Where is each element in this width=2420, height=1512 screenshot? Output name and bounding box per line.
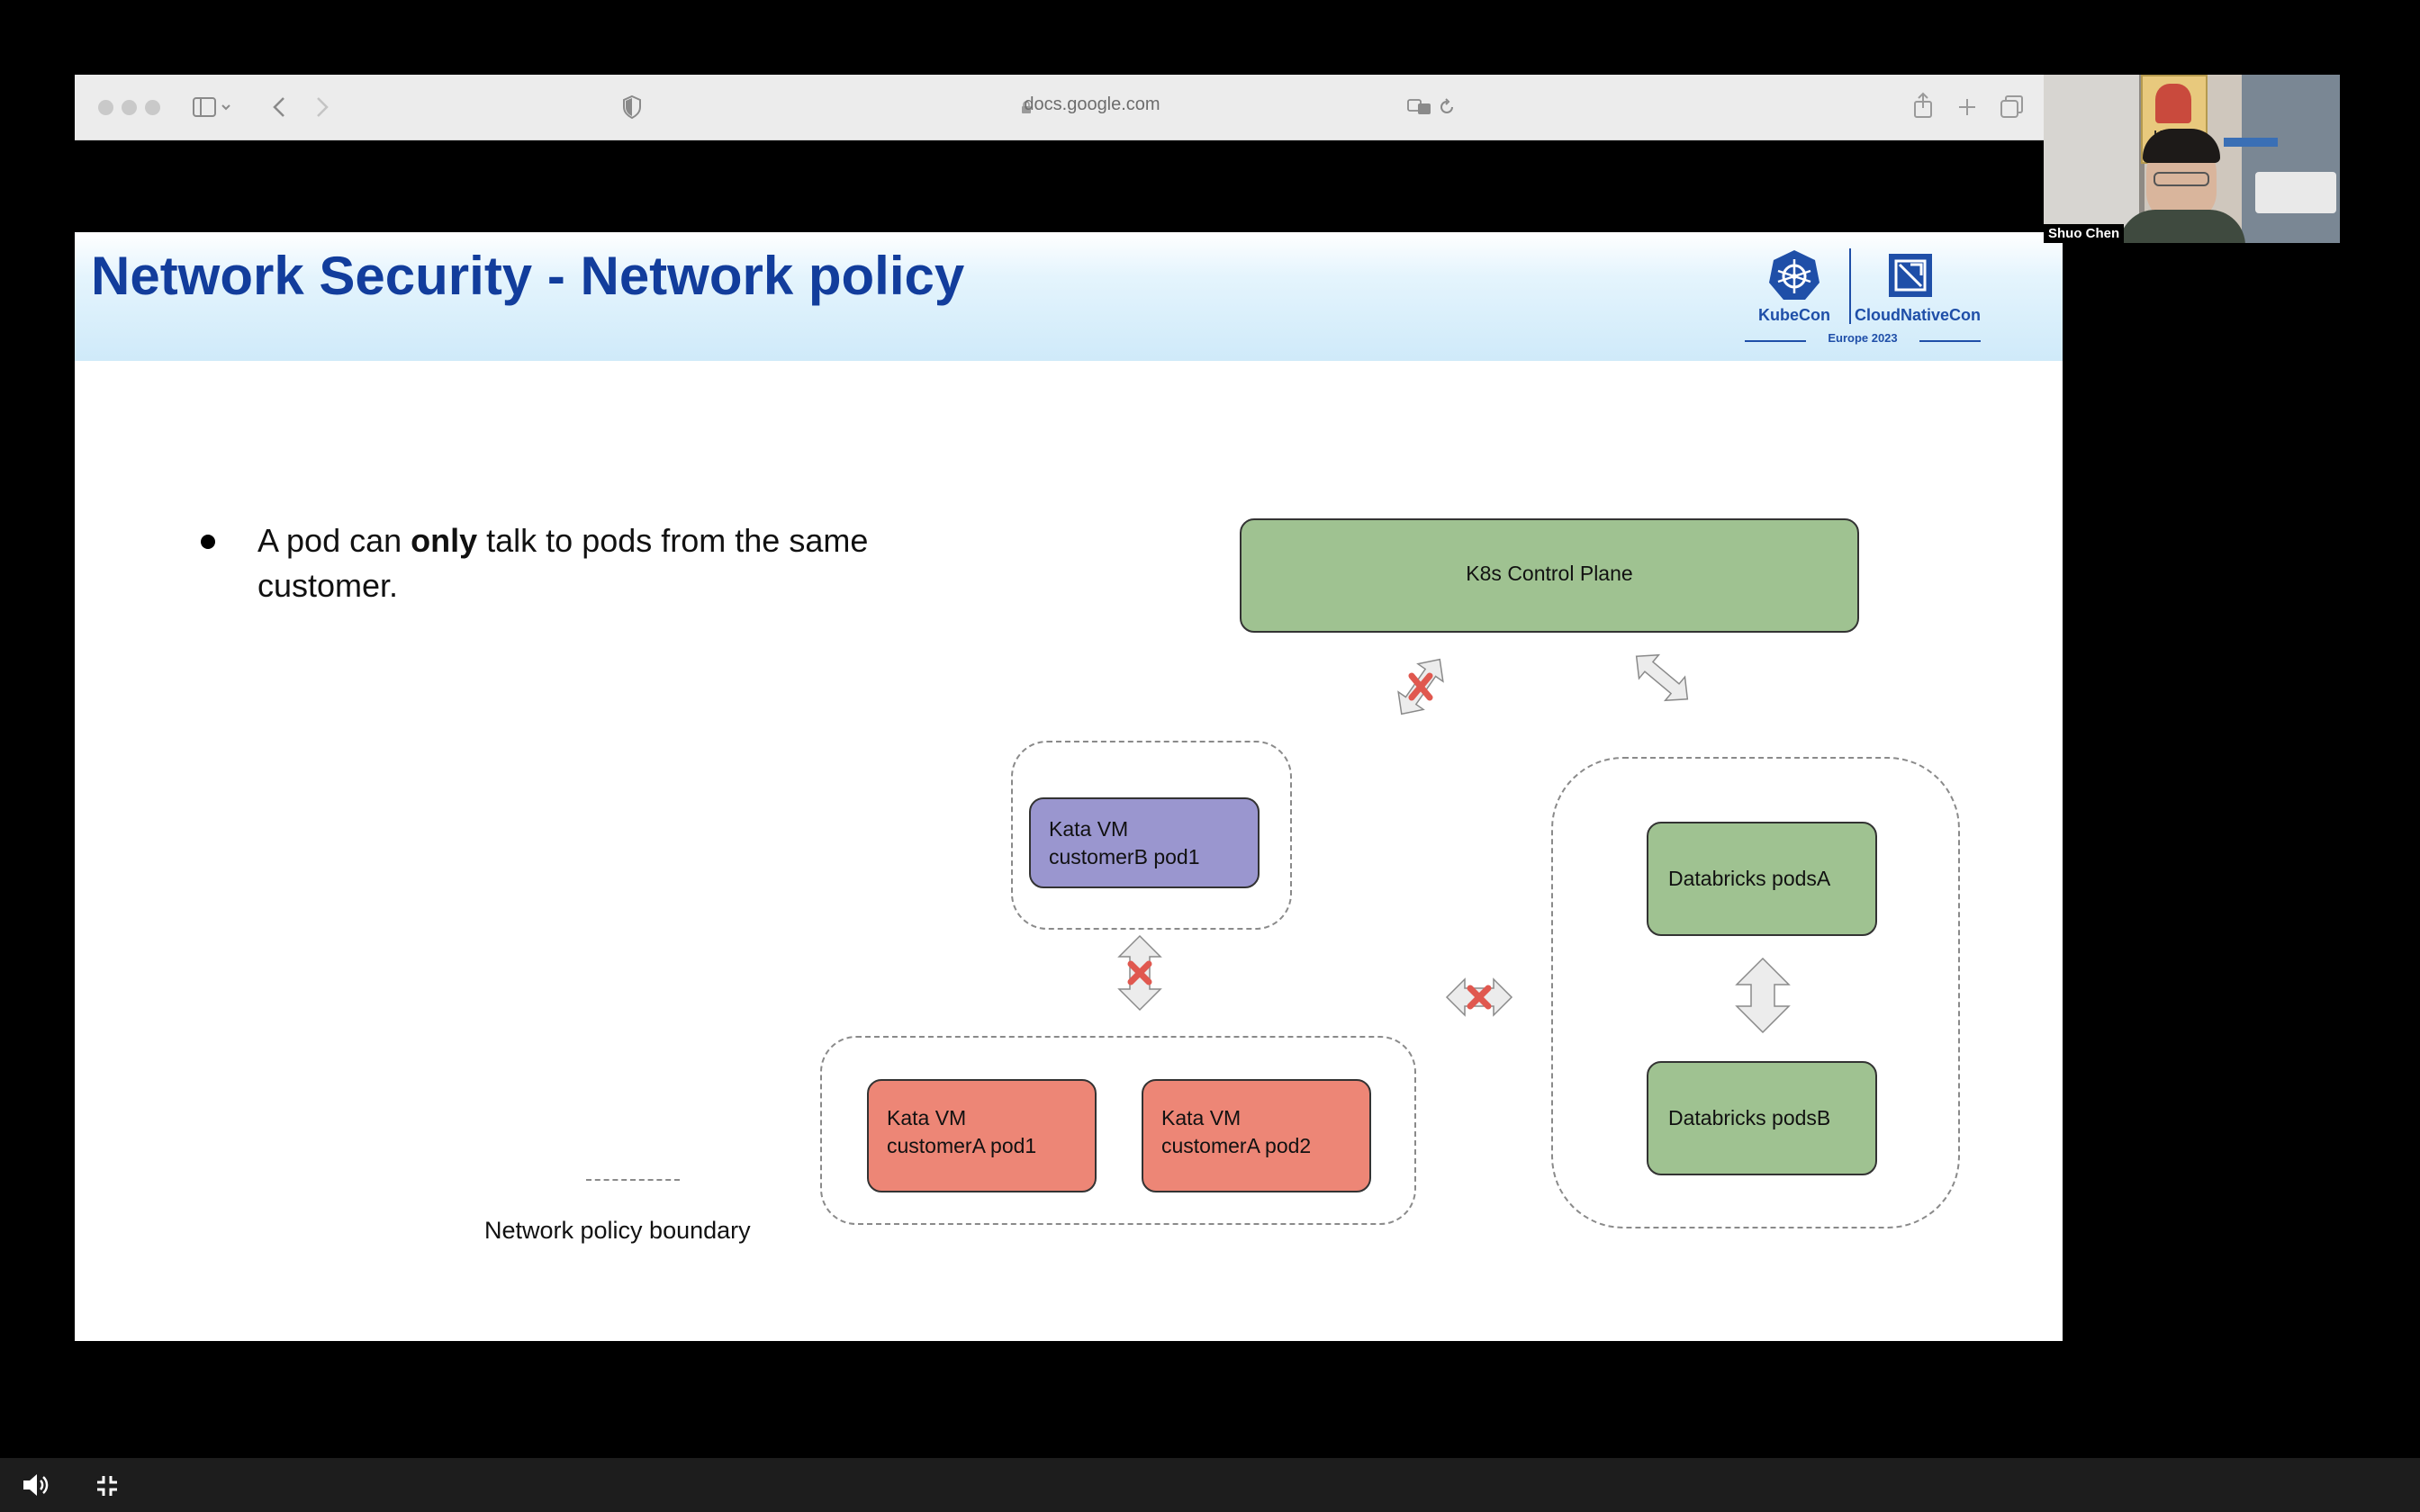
video-wall-right: [2242, 75, 2340, 243]
databricks-pods-b-box: Databricks podsB: [1647, 1061, 1877, 1175]
close-window-button[interactable]: [98, 100, 113, 115]
kubecon-logo: KubeCon CloudNativeCon Europe 2023: [1745, 248, 2042, 356]
allowed-arrow-control-plane: [1635, 653, 1689, 702]
kubecon-text: KubeCon: [1758, 306, 1830, 324]
customer-a-pod1-box: Kata VM customerA pod1: [867, 1079, 1097, 1192]
bullet-text-end: talk to pods from the same customer.: [257, 522, 869, 604]
person-hair: [2143, 129, 2220, 163]
participant-name: Shuo Chen: [2044, 224, 2125, 243]
customer-a-pod1-label: Kata VM customerA pod1: [887, 1104, 1036, 1160]
browser-toolbar: docs.google.com: [75, 75, 2044, 140]
boundary-databricks: [1551, 757, 1960, 1228]
sidebar-icon[interactable]: [192, 96, 233, 120]
reload-icon[interactable]: [1438, 98, 1456, 116]
speaker-icon[interactable]: [22, 1472, 50, 1498]
blocked-arrow-customer-databricks: [1445, 977, 1513, 1017]
presentation-slide: Network Security - Network policy KubeCo…: [75, 232, 2063, 1341]
person-shirt: [2119, 210, 2245, 243]
participant-video: I WANT YOU Shuo Chen: [2044, 75, 2340, 243]
tabs-icon[interactable]: [2000, 94, 2025, 120]
customer-a-pod2-box: Kata VM customerA pod2: [1142, 1079, 1371, 1192]
slide-header: Network Security - Network policy KubeCo…: [75, 232, 2063, 361]
video-printer: [2255, 172, 2336, 213]
customer-a-pod1-line1: Kata VM: [887, 1106, 967, 1130]
customer-b-pod1-box: Kata VM customerB pod1: [1029, 797, 1260, 888]
cloudnativecon-text: CloudNativeCon: [1855, 306, 1982, 324]
bullet-text: A pod can only talk to pods from the sam…: [257, 518, 942, 608]
customer-b-pod1-line1: Kata VM: [1049, 817, 1129, 841]
event-text: Europe 2023: [1828, 331, 1898, 345]
k8s-control-plane-box: K8s Control Plane: [1240, 518, 1859, 633]
boundary-customer-a: [820, 1036, 1416, 1225]
boundary-customer-b: [1011, 741, 1292, 930]
exit-fullscreen-icon[interactable]: [95, 1474, 119, 1498]
video-shelf-item: [2224, 138, 2278, 147]
player-control-bar: [0, 1458, 2420, 1512]
zoom-window-button[interactable]: [145, 100, 160, 115]
chevron-right-icon[interactable]: [312, 94, 332, 120]
share-icon[interactable]: [1911, 91, 1935, 120]
databricks-pods-a-box: Databricks podsA: [1647, 822, 1877, 936]
allowed-arrow-databricks: [1735, 957, 1791, 1034]
blocked-arrow-customer-b-a: [1117, 934, 1162, 1012]
legend-dashed-line: [586, 1179, 680, 1181]
customer-b-pod1-line2: customerB pod1: [1049, 845, 1200, 868]
customer-a-pod1-line2: customerA pod1: [887, 1134, 1037, 1157]
logo-rule-left: [1745, 340, 1806, 342]
lock-icon: [1022, 101, 1031, 113]
k8s-control-plane-label: K8s Control Plane: [1466, 562, 1633, 585]
plus-icon[interactable]: [1956, 96, 1978, 118]
chevron-left-icon[interactable]: [269, 94, 289, 120]
databricks-pods-a-label: Databricks podsA: [1668, 867, 1831, 890]
customer-a-pod2-label: Kata VM customerA pod2: [1161, 1104, 1311, 1160]
url-text: docs.google.com: [1024, 94, 1160, 114]
cncf-icon: [1889, 254, 1932, 297]
customer-a-pod2-line2: customerA pod2: [1161, 1134, 1312, 1157]
translate-icon[interactable]: [1407, 98, 1434, 116]
video-wall-left: [2044, 75, 2143, 243]
kubernetes-helm-icon: [1769, 250, 1820, 300]
logo-rule-right: [1919, 340, 1981, 342]
bullet-dot: [201, 535, 215, 549]
slide-title: Network Security - Network policy: [91, 246, 965, 306]
customer-b-pod1-label: Kata VM customerB pod1: [1049, 815, 1199, 871]
bullet-text-start: A pod can: [257, 522, 411, 559]
blocked-arrow-control-plane: [1397, 658, 1444, 716]
logo-divider: [1849, 248, 1851, 324]
databricks-pods-b-label: Databricks podsB: [1668, 1106, 1831, 1130]
poster-figure: [2155, 84, 2191, 123]
address-bar[interactable]: docs.google.com: [669, 89, 1515, 125]
shield-icon[interactable]: [621, 94, 643, 120]
bullet-text-bold: only: [411, 522, 478, 559]
minimize-window-button[interactable]: [122, 100, 137, 115]
person-glasses: [2154, 172, 2209, 186]
customer-a-pod2-line1: Kata VM: [1161, 1106, 1242, 1130]
legend-label: Network policy boundary: [484, 1217, 751, 1244]
